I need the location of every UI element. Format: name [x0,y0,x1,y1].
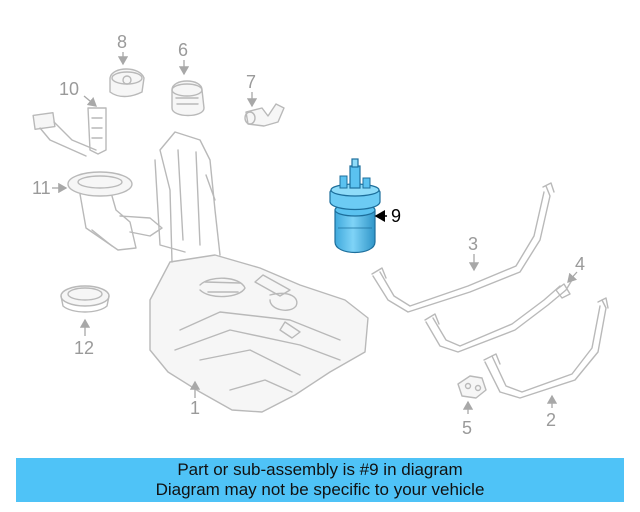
part-5-bracket [457,375,487,399]
part-8-lock-ring [109,68,145,98]
part-12-seal-ring [60,285,110,313]
callout-2: 2 [546,410,556,430]
callout-leaders [52,52,578,414]
part-11-pump-module [67,171,163,251]
callout-9[interactable]: 9 [391,206,401,226]
part-9-fuel-pump[interactable] [329,158,381,253]
callout-7: 7 [246,72,256,92]
part-2-tank-strap [483,297,609,399]
banner-line-part-number: Part or sub-assembly is #9 in diagram [177,460,463,479]
part-1-fuel-tank [149,131,369,413]
parts-diagram: 8 6 7 10 11 9 3 4 2 5 1 12 [32,32,609,438]
callout-12: 12 [74,338,94,358]
callout-3: 3 [468,234,478,254]
callout-10: 10 [59,79,79,99]
part-4-tank-strap [424,279,573,353]
part-7-fitting [244,103,285,127]
part-6-cap [171,80,205,117]
callout-8: 8 [117,32,127,52]
callout-5: 5 [462,418,472,438]
callout-1: 1 [190,398,200,418]
part-3-tank-strap [371,182,555,313]
callout-11: 11 [32,178,51,198]
callout-6: 6 [178,40,188,60]
banner-line-disclaimer: Diagram may not be specific to your vehi… [155,480,485,499]
callout-4: 4 [575,254,585,274]
info-banner: Part or sub-assembly is #9 in diagram Di… [16,458,624,502]
part-10-level-sender [32,107,107,157]
